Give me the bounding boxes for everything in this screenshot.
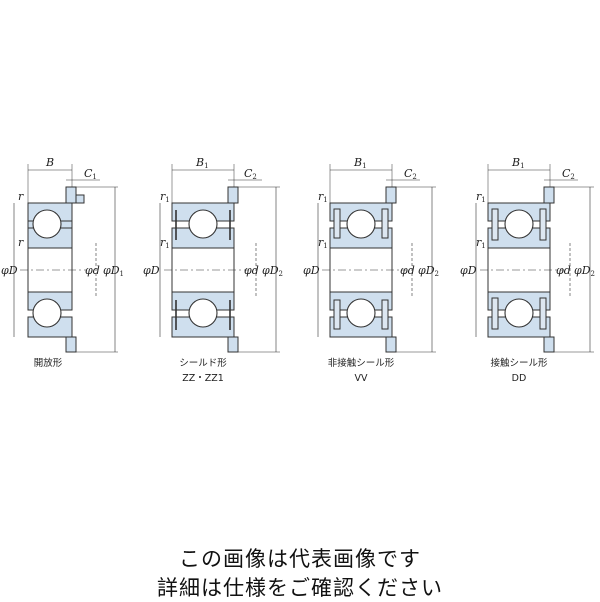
caption-shield: シールド形: [179, 357, 227, 369]
caption-noncontact-code: VV: [355, 373, 368, 384]
bearing-open: [13, 164, 118, 353]
label-phiD-3: φD: [303, 264, 320, 277]
label-phid-3: φd: [400, 264, 415, 277]
label-phiD2-2: φD2: [262, 264, 283, 278]
label-phiD1: φD1: [103, 264, 124, 278]
bearing-contact-seal: [475, 164, 594, 353]
label-r-top: r: [18, 190, 24, 203]
label-phid: φd: [85, 264, 100, 277]
label-phiD2-3: φD2: [418, 264, 439, 278]
label-B1-3: B1: [353, 156, 367, 170]
label-C1: C1: [84, 167, 97, 181]
label-phiD-2: φD: [143, 264, 160, 277]
label-B: B: [45, 156, 54, 169]
caption-contact-code: DD: [512, 373, 527, 384]
caption-open: 開放形: [34, 357, 63, 369]
label-r1-top-2: r1: [160, 190, 170, 204]
label-C2-3: C2: [404, 167, 417, 181]
label-phiD-4: φD: [460, 264, 477, 277]
label-phid-2: φd: [244, 264, 259, 277]
label-C2-4: C2: [562, 167, 575, 181]
label-phiD: φD: [1, 264, 18, 277]
captions: 開放形 シールド形 ZZ・ZZ1 非接触シール形 VV 接触シール形 DD: [34, 357, 548, 384]
label-phid-4: φd: [556, 264, 571, 277]
label-phiD2-4: φD2: [574, 264, 595, 278]
caption-contact: 接触シール形: [490, 357, 548, 369]
label-B1-4: B1: [511, 156, 525, 170]
bearing-noncontact-seal: [317, 164, 436, 353]
caption-noncontact: 非接触シール形: [328, 357, 395, 369]
caption-shield-code: ZZ・ZZ1: [182, 373, 224, 384]
label-B1-2: B1: [195, 156, 209, 170]
label-r1-mid-2: r1: [160, 236, 170, 250]
label-r1-mid-3: r1: [318, 236, 328, 250]
label-r1-top-3: r1: [318, 190, 328, 204]
label-r-mid: r: [18, 236, 24, 249]
label-r1-top-4: r1: [476, 190, 486, 204]
label-r1-mid-4: r1: [476, 236, 486, 250]
dimension-labels: B C1 r r φD φd φD1 B1 C2 r1 r1 φD φd φD2…: [1, 156, 595, 278]
label-C2-2: C2: [244, 167, 257, 181]
bearing-shield: [159, 164, 280, 353]
notice-line-1: この画像は代表画像です: [179, 547, 421, 571]
notice-line-2: 詳細は仕様をご確認ください: [157, 576, 443, 600]
